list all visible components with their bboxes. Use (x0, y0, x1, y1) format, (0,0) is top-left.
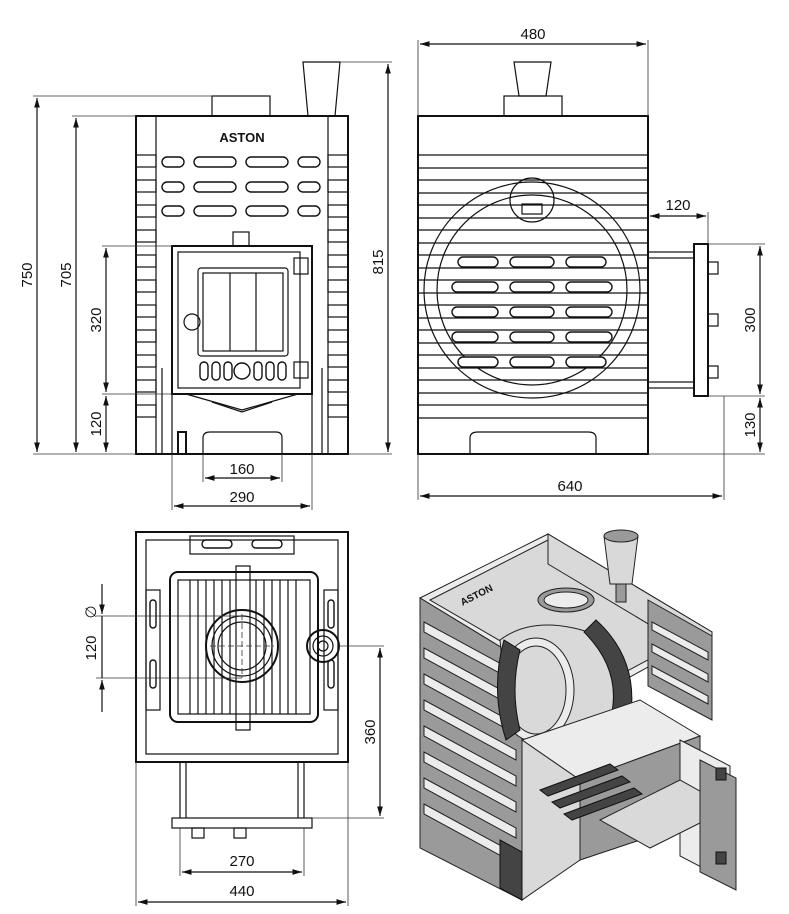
dim-total-width: 440 (229, 883, 254, 900)
dim-base-opening-width: 160 (229, 461, 254, 478)
dim-total-height: 750 (19, 262, 36, 287)
dim-body-height: 705 (58, 262, 75, 287)
front-logo: ASTON (219, 130, 264, 145)
dim-tunnel-length: 120 (665, 197, 690, 214)
isometric-cutaway-view: ASTON (418, 529, 737, 901)
dim-depth-top: 480 (520, 26, 545, 43)
front-view: ASTON (135, 61, 349, 455)
dim-flue-height: 815 (370, 249, 387, 274)
iso-left-slats (423, 621, 517, 865)
iso-right-slats (651, 621, 709, 705)
dim-total-depth: 640 (557, 478, 582, 495)
dim-door-from-floor: 120 (88, 411, 105, 436)
side-dimensions: 815 480 120 300 130 640 (340, 26, 765, 500)
dim-flue-offset: 360 (362, 719, 379, 744)
dim-flue-diameter: 120 (83, 635, 100, 660)
front-dimensions: 750 705 320 120 160 290 (19, 95, 313, 510)
dim-tunnel-height: 300 (742, 307, 759, 332)
dim-flue-diameter-symbol: ∅ (83, 605, 100, 618)
front-door-vents (199, 361, 287, 381)
dim-tunnel-from-floor: 130 (742, 412, 759, 437)
dim-door-width: 290 (229, 489, 254, 506)
iso-grate (538, 763, 644, 821)
dim-base-width: 270 (229, 853, 254, 870)
top-dimensions: 120 ∅ 360 270 440 (83, 584, 384, 906)
side-slats (418, 154, 648, 419)
top-stone-grid (189, 580, 297, 714)
front-side-fins (135, 154, 349, 418)
side-inner-slots (451, 256, 613, 368)
dim-door-height: 320 (88, 307, 105, 332)
top-view (135, 531, 349, 839)
front-upper-slots (161, 156, 321, 217)
side-view (417, 61, 719, 455)
